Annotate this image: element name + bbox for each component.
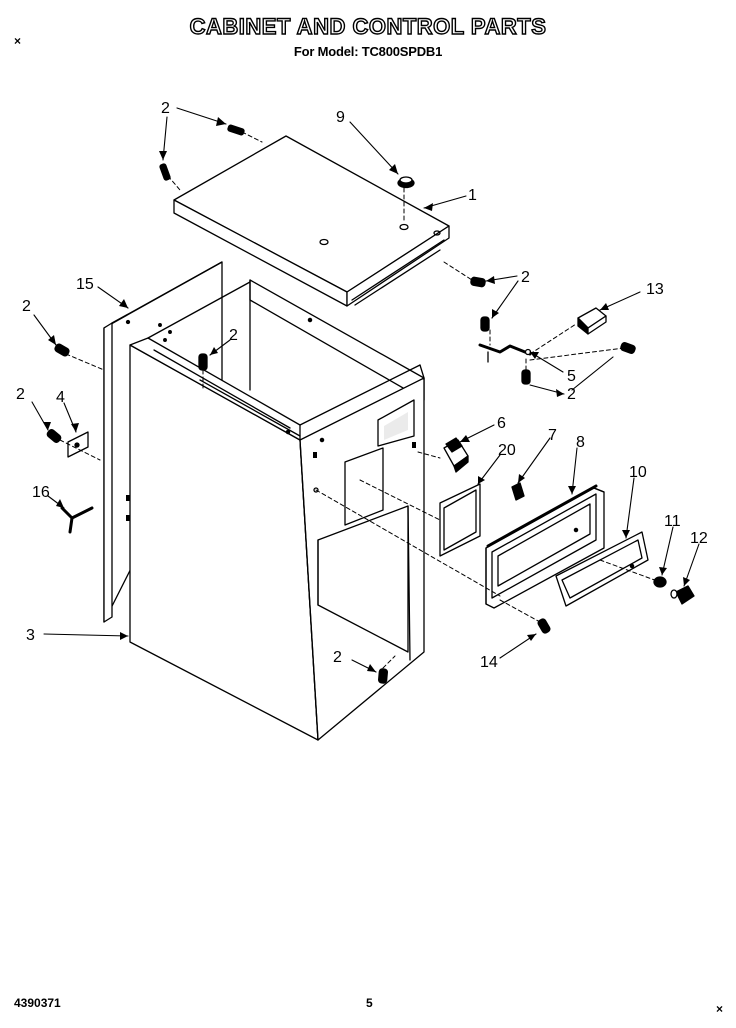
retainer-clip [511,482,525,501]
plug-button [397,176,415,189]
callout-15: 15 [76,276,94,293]
callout-9: 9 [336,109,345,126]
callout-3: 3 [26,627,35,644]
callout-11: 11 [664,513,681,530]
callout-2-left: 2 [22,298,31,315]
cover-plate [439,483,481,557]
switch [443,437,469,473]
callout-2-rightscrew: 2 [521,269,530,286]
callout-2-top: 2 [161,100,170,117]
top-panel [173,135,450,307]
callout-4: 4 [56,389,65,406]
callout-16: 16 [32,484,50,501]
callout-1: 1 [468,187,477,204]
callout-2-bottom: 2 [333,649,342,666]
document-number: 4390371 [14,996,61,1010]
callout-2-lower-right: 2 [567,386,576,403]
arrowheads [43,117,690,672]
page-title: CABINET AND CONTROL PARTS [189,13,547,39]
knob-assembly [653,576,695,605]
callout-2-bracket: 2 [16,386,25,403]
model-subtitle: For Model: TC800SPDB1 [293,44,443,59]
callout-2-inner: 2 [229,327,238,344]
callout-5: 5 [567,368,576,385]
corner-mark-top-left: × [14,34,22,48]
callout-12: 12 [690,530,708,547]
bracket [478,343,532,363]
console-frame [485,484,605,609]
mounting-plate [67,431,89,458]
callout-8: 8 [576,434,585,451]
callout-7: 7 [548,427,557,444]
cabinet-body [129,279,425,741]
callout-labels: 2 9 1 15 2 13 2 2 5 2 2 4 6 7 8 20 10 16… [16,100,708,671]
callout-14: 14 [480,654,498,671]
callout-20: 20 [498,442,516,459]
callout-13: 13 [646,281,664,298]
assembly-lines [59,131,661,669]
lens-overlay [555,531,649,607]
leveling-foot [60,506,94,534]
callout-10: 10 [629,464,647,481]
clip [577,307,607,335]
corner-mark-bottom-right: × [716,1002,724,1016]
callout-6: 6 [497,415,506,432]
page-number: 5 [366,996,373,1010]
